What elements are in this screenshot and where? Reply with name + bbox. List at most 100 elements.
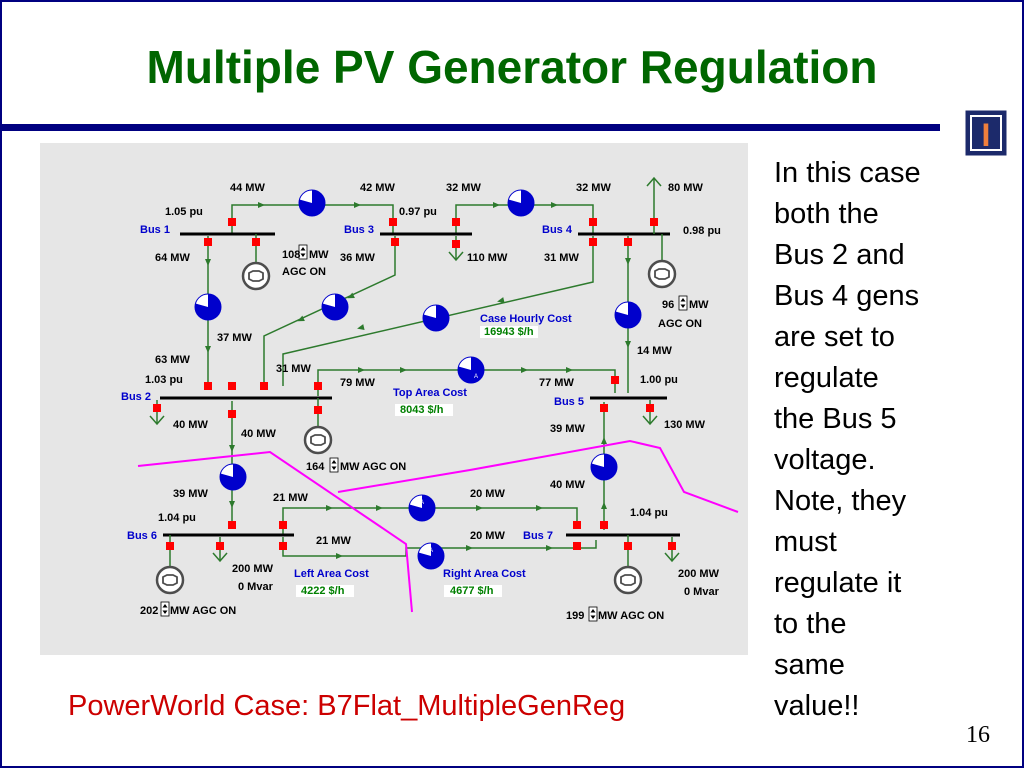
- side-explanation: In this case both the Bus 2 and Bus 4 ge…: [774, 153, 964, 727]
- side-line: Bus 4 gens: [774, 280, 920, 312]
- svg-text:200 MW: 200 MW: [232, 563, 274, 575]
- svg-text:MVA: MVA: [430, 323, 443, 329]
- side-line: must: [774, 526, 837, 558]
- agc-spinner[interactable]: [160, 601, 170, 617]
- bus-7-label: Bus 7: [523, 530, 553, 542]
- side-line: voltage.: [774, 444, 876, 476]
- breaker-icon: [166, 542, 174, 550]
- agc-spinner[interactable]: [678, 295, 688, 311]
- svg-text:MVA: MVA: [201, 312, 214, 318]
- svg-text:79 MW: 79 MW: [340, 377, 375, 389]
- breaker-icon: [228, 521, 236, 529]
- breaker-icon: [452, 218, 460, 226]
- svg-text:110 MW: 110 MW: [467, 252, 508, 264]
- svg-text:31 MW: 31 MW: [276, 363, 311, 375]
- logo-letter: I: [982, 117, 991, 153]
- svg-text:Right Area Cost: Right Area Cost: [443, 568, 526, 580]
- svg-text:44 MW: 44 MW: [230, 182, 265, 194]
- svg-text:21 MW: 21 MW: [316, 535, 351, 547]
- breaker-icon: [624, 238, 632, 246]
- breaker-icon: [600, 521, 608, 529]
- svg-text:AGC ON: AGC ON: [658, 318, 702, 330]
- svg-text:MW AGC ON: MW AGC ON: [170, 605, 236, 617]
- svg-text:MVA: MVA: [597, 472, 610, 478]
- generator-icon[interactable]: [303, 425, 333, 455]
- svg-text:MVA: MVA: [425, 561, 438, 567]
- svg-text:AGC ON: AGC ON: [282, 266, 326, 278]
- university-logo: I: [965, 110, 1007, 156]
- bus-labels: Bus 1 Bus 3 Bus 4 Bus 2 Bus 5 Bus 6 Bus …: [121, 224, 584, 542]
- breaker-icon: [216, 542, 224, 550]
- slide-title: Multiple PV Generator Regulation: [146, 41, 878, 93]
- svg-text:MW: MW: [689, 299, 709, 311]
- svg-text:MVA: MVA: [621, 320, 634, 326]
- breaker-icon: [204, 238, 212, 246]
- svg-text:31 MW: 31 MW: [544, 252, 579, 264]
- agc-spinner[interactable]: [329, 457, 339, 473]
- svg-text:0.98 pu: 0.98 pu: [683, 225, 721, 237]
- breaker-icon: [279, 521, 287, 529]
- svg-text:A: A: [474, 374, 478, 380]
- svg-text:164: 164: [306, 461, 325, 473]
- svg-text:Top Area Cost: Top Area Cost: [393, 387, 467, 399]
- case-caption: PowerWorld Case: B7Flat_MultipleGenReg: [68, 690, 626, 722]
- svg-text:42 MW: 42 MW: [360, 182, 395, 194]
- agc-spinner[interactable]: [588, 606, 598, 622]
- svg-text:40 MW: 40 MW: [173, 419, 208, 431]
- generator-icon[interactable]: [155, 565, 185, 595]
- side-line: Bus 2 and: [774, 239, 905, 271]
- svg-text:40 MW: 40 MW: [550, 479, 585, 491]
- breaker-icon: [452, 240, 460, 248]
- svg-text:MVA: MVA: [515, 208, 528, 214]
- side-line: to the: [774, 608, 847, 640]
- side-line: both the: [774, 198, 879, 230]
- side-line: In this case: [774, 157, 921, 189]
- breaker-icon: [228, 218, 236, 226]
- bus-bars: [160, 232, 680, 537]
- breaker-icon: [279, 542, 287, 550]
- svg-text:1.04 pu: 1.04 pu: [630, 507, 668, 519]
- breaker-icon: [153, 404, 161, 412]
- svg-text:36 MW: 36 MW: [340, 252, 375, 264]
- svg-text:20 MW: 20 MW: [470, 530, 505, 542]
- area-boundary-right: [337, 439, 739, 513]
- svg-text:77 MW: 77 MW: [539, 377, 574, 389]
- svg-text:40 MW: 40 MW: [241, 428, 276, 440]
- side-line: the Bus 5: [774, 403, 897, 435]
- svg-text:MW AGC ON: MW AGC ON: [598, 610, 664, 622]
- generator-icon[interactable]: [241, 261, 271, 291]
- side-line: are set to: [774, 321, 895, 353]
- svg-text:21 MW: 21 MW: [273, 492, 308, 504]
- breaker-icon: [228, 410, 236, 418]
- side-line: regulate: [774, 362, 879, 394]
- bus-5-label: Bus 5: [554, 396, 584, 408]
- svg-text:63 MW: 63 MW: [155, 354, 190, 366]
- area-boundary: [137, 450, 413, 613]
- svg-text:0 Mvar: 0 Mvar: [684, 586, 720, 598]
- svg-text:200 MW: 200 MW: [678, 568, 720, 580]
- svg-text:A: A: [429, 548, 433, 554]
- svg-text:1.05 pu: 1.05 pu: [165, 206, 203, 218]
- breaker-icon: [314, 382, 322, 390]
- svg-text:4677 $/h: 4677 $/h: [450, 585, 494, 597]
- breaker-icon: [668, 542, 676, 550]
- bus-4-label: Bus 4: [542, 224, 573, 236]
- generator-icon[interactable]: [647, 259, 677, 289]
- svg-text:130 MW: 130 MW: [664, 419, 706, 431]
- meter-labels: MVA MVA MVA MVA MVA MVA MVA MVA MVA MVA …: [201, 208, 634, 567]
- svg-text:39 MW: 39 MW: [173, 488, 208, 500]
- svg-text:Case Hourly Cost: Case Hourly Cost: [480, 313, 572, 325]
- svg-text:202: 202: [140, 605, 158, 617]
- breaker-icon: [589, 238, 597, 246]
- bus-2-label: Bus 2: [121, 391, 151, 403]
- breaker-icon: [646, 404, 654, 412]
- svg-text:0 Mvar: 0 Mvar: [238, 581, 274, 593]
- breaker-icon: [573, 521, 581, 529]
- bus-1-label: Bus 1: [140, 224, 170, 236]
- svg-text:1.03 pu: 1.03 pu: [145, 374, 183, 386]
- generator-icon[interactable]: [613, 565, 643, 595]
- svg-text:37 MW: 37 MW: [217, 332, 252, 344]
- svg-text:108: 108: [282, 249, 300, 261]
- svg-text:39 MW: 39 MW: [550, 423, 585, 435]
- breaker-icon: [252, 238, 260, 246]
